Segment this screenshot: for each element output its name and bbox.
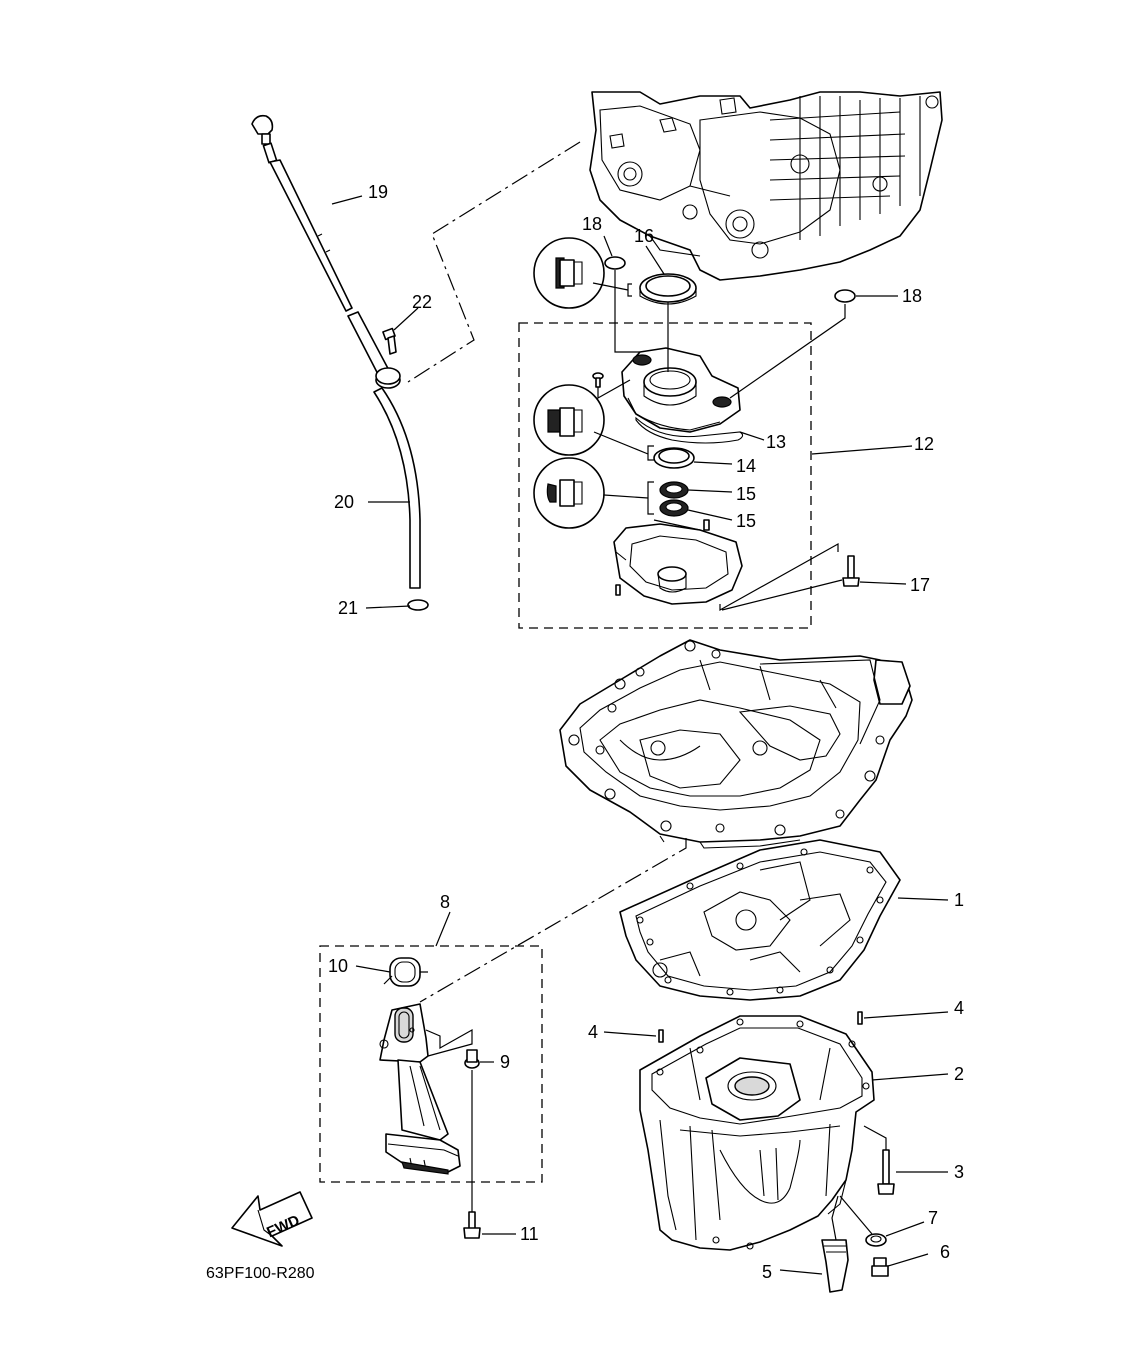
callout-14: 14 bbox=[736, 456, 756, 476]
callout-leaders bbox=[331, 195, 949, 1275]
callout-9: 9 bbox=[500, 1052, 510, 1072]
bolt-11 bbox=[463, 1211, 481, 1239]
assembly-box-8 bbox=[319, 945, 543, 1183]
gasket-13 bbox=[635, 416, 744, 444]
seal-14 bbox=[653, 447, 695, 469]
callout-1: 1 bbox=[954, 890, 964, 910]
seal-detail-16 bbox=[533, 237, 629, 309]
bolt-3 bbox=[877, 1149, 895, 1195]
callout-15-upper: 15 bbox=[736, 484, 756, 504]
dipstick-assembly bbox=[251, 114, 429, 611]
assembly-box-12 bbox=[518, 322, 812, 629]
bolt-9 bbox=[464, 1049, 480, 1069]
oil-strainer bbox=[379, 1003, 461, 1175]
gasket-7 bbox=[865, 1233, 887, 1247]
callout-19: 19 bbox=[368, 182, 388, 202]
callout-15-lower: 15 bbox=[736, 511, 756, 531]
callout-10: 10 bbox=[328, 956, 348, 976]
callout-20: 20 bbox=[334, 492, 354, 512]
drain-plug-5 bbox=[821, 1239, 849, 1293]
reference-line-dipstick bbox=[407, 141, 581, 383]
o-ring-18-left bbox=[604, 256, 626, 270]
plug-6 bbox=[871, 1257, 889, 1277]
reference-line-strainer bbox=[419, 838, 687, 1003]
o-ring-18-right bbox=[834, 289, 856, 303]
exhaust-guide bbox=[559, 639, 913, 849]
gasket-1 bbox=[619, 839, 901, 1001]
oil-pan bbox=[639, 1015, 875, 1251]
callout-7: 7 bbox=[928, 1208, 938, 1228]
fwd-arrow-icon: FWD bbox=[231, 1191, 313, 1247]
callout-17: 17 bbox=[910, 575, 930, 595]
upper-housing bbox=[621, 347, 741, 433]
o-ring-10 bbox=[383, 957, 428, 987]
seal-16 bbox=[639, 273, 697, 305]
seal-15-lower bbox=[659, 499, 689, 517]
callout-4-left: 4 bbox=[588, 1022, 598, 1042]
callout-13: 13 bbox=[766, 432, 786, 452]
drawing-code: 63PF100-R280 bbox=[206, 1265, 315, 1282]
callout-11: 11 bbox=[520, 1224, 539, 1244]
seal-detail-14 bbox=[533, 384, 649, 456]
engine-block bbox=[589, 91, 943, 281]
seal-15-upper bbox=[659, 481, 689, 499]
small-screw bbox=[592, 372, 604, 388]
callout-22: 22 bbox=[412, 292, 432, 312]
bolt-17 bbox=[842, 555, 860, 587]
callout-8: 8 bbox=[440, 892, 450, 912]
callout-12: 12 bbox=[914, 434, 934, 454]
dowel-pin-4-left bbox=[658, 1029, 664, 1043]
callout-18-left: 18 bbox=[582, 214, 602, 234]
callout-21: 21 bbox=[338, 598, 358, 618]
callout-numbers: 19 22 20 21 18 16 18 13 12 14 15 15 17 8… bbox=[328, 182, 964, 1282]
callout-4-right: 4 bbox=[954, 998, 964, 1018]
callout-16: 16 bbox=[634, 226, 654, 246]
callout-6: 6 bbox=[940, 1242, 950, 1262]
callout-5: 5 bbox=[762, 1262, 772, 1282]
seal-detail-15 bbox=[533, 457, 649, 529]
callout-18-right: 18 bbox=[902, 286, 922, 306]
dowel-pin-4-right bbox=[857, 1011, 863, 1025]
callout-3: 3 bbox=[954, 1162, 964, 1182]
callout-2: 2 bbox=[954, 1064, 964, 1084]
lower-housing bbox=[613, 519, 743, 605]
